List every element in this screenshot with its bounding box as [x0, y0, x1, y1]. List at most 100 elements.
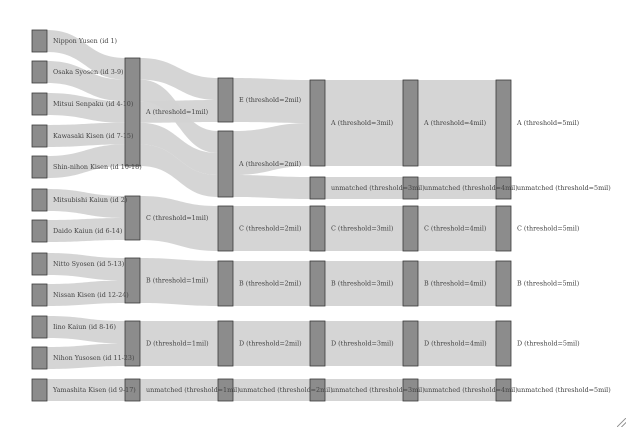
flow-band [325, 321, 403, 366]
sankey-node[interactable] [309, 260, 326, 307]
sankey-node[interactable] [31, 60, 48, 84]
flow-band [140, 196, 218, 251]
node-label: unmatched (threshold=5mil) [517, 184, 611, 192]
flow-band [47, 30, 125, 80]
flow-band [325, 80, 403, 166]
node-label: C (threshold=1mil) [146, 214, 208, 222]
node-label: D (threshold=2mil) [239, 340, 302, 348]
sankey-node[interactable] [31, 124, 48, 148]
node-label: unmatched (threshold=1mil) [146, 386, 240, 394]
resize-grip-icon[interactable] [617, 418, 626, 427]
sankey-node[interactable] [124, 57, 141, 167]
flow-band [47, 93, 125, 123]
flow-band [47, 316, 125, 344]
node-label: A (threshold=5mil) [516, 119, 579, 127]
flow-band [47, 61, 125, 102]
sankey-node[interactable] [124, 257, 141, 304]
sankey-node[interactable] [217, 205, 234, 252]
sankey-node[interactable] [217, 320, 234, 367]
sankey-node[interactable] [31, 346, 48, 370]
node-label: Mitsui Senpaku (id 4-10) [53, 100, 133, 108]
node-label: A (threshold=3mil) [330, 119, 393, 127]
node-label: Nissan Kisen (id 12-24) [53, 291, 129, 299]
flow-band [418, 206, 496, 251]
sankey-node[interactable] [402, 378, 419, 402]
sankey-node[interactable] [309, 79, 326, 167]
sankey-node[interactable] [31, 378, 48, 402]
node-label: unmatched (threshold=4mil) [424, 184, 518, 192]
sankey-node[interactable] [495, 205, 512, 252]
sankey-node[interactable] [31, 92, 48, 116]
sankey-nodes [31, 29, 512, 402]
sankey-node[interactable] [309, 176, 326, 200]
sankey-node[interactable] [31, 29, 48, 53]
sankey-node[interactable] [402, 260, 419, 307]
sankey-node[interactable] [309, 378, 326, 402]
sankey-node[interactable] [309, 320, 326, 367]
node-label: C (threshold=4mil) [424, 225, 486, 233]
sankey-node[interactable] [217, 260, 234, 307]
flow-band [233, 379, 310, 401]
flow-band [140, 58, 218, 100]
node-label: B (threshold=2mil) [239, 280, 301, 288]
flow-band [140, 379, 218, 401]
flow-band [418, 379, 496, 401]
sankey-node[interactable] [495, 260, 512, 307]
node-label: C (threshold=3mil) [331, 225, 393, 233]
sankey-node[interactable] [402, 320, 419, 367]
flow-band [325, 206, 403, 251]
sankey-node[interactable] [217, 77, 234, 123]
sankey-node[interactable] [124, 195, 141, 241]
sankey-node[interactable] [31, 315, 48, 339]
flow-band [47, 253, 125, 281]
node-label: C (threshold=5mil) [517, 225, 579, 233]
sankey-node[interactable] [402, 176, 419, 200]
node-label: Iino Kaiun (id 8-16) [53, 323, 116, 331]
sankey-node[interactable] [309, 205, 326, 252]
node-label: unmatched (threshold=2mil) [239, 386, 333, 394]
flow-band [47, 122, 125, 147]
node-label: Nippon Yusen (id 1) [53, 37, 117, 45]
sankey-node[interactable] [31, 219, 48, 243]
sankey-node[interactable] [495, 176, 512, 200]
sankey-node[interactable] [31, 188, 48, 212]
node-label: E (threshold=2mil) [239, 96, 301, 104]
flow-band [418, 177, 496, 199]
sankey-node[interactable] [495, 320, 512, 367]
sankey-node[interactable] [495, 378, 512, 402]
flow-band [47, 343, 125, 369]
sankey-node[interactable] [217, 378, 234, 402]
node-label: Osaka Syosen (id 3-9) [53, 68, 124, 76]
sankey-node[interactable] [217, 130, 234, 198]
flow-band [47, 218, 125, 242]
node-label: B (threshold=3mil) [331, 280, 393, 288]
flow-band [418, 261, 496, 306]
node-label: D (threshold=1mil) [146, 340, 209, 348]
sankey-node[interactable] [124, 320, 141, 367]
node-label: D (threshold=5mil) [517, 340, 580, 348]
sankey-node[interactable] [124, 378, 141, 402]
sankey-node[interactable] [402, 205, 419, 252]
flow-band [140, 100, 218, 123]
sankey-node[interactable] [31, 252, 48, 276]
sankey-node[interactable] [402, 79, 419, 167]
sankey-node[interactable] [495, 79, 512, 167]
flow-band [233, 261, 310, 306]
sankey-node[interactable] [31, 283, 48, 307]
flow-band [47, 379, 125, 401]
node-labels: Nippon Yusen (id 1) Osaka Syosen (id 3-9)… [52, 37, 611, 394]
node-label: unmatched (threshold=3mil) [331, 184, 425, 192]
node-label: Nihon Yusosen (id 11-23) [53, 354, 134, 362]
flow-band [233, 175, 310, 199]
flow-band [418, 321, 496, 366]
node-label: Daido Kaiun (id 6-14) [53, 227, 122, 235]
sankey-node[interactable] [31, 155, 48, 179]
node-label: Yamashita Kisen (id 9-17) [52, 386, 136, 394]
node-label: B (threshold=5mil) [517, 280, 579, 288]
flow-band [233, 206, 310, 251]
node-label: B (threshold=4mil) [424, 280, 486, 288]
flow-band [140, 144, 218, 197]
flow-band [233, 123, 310, 175]
node-label: A (threshold=4mil) [423, 119, 486, 127]
